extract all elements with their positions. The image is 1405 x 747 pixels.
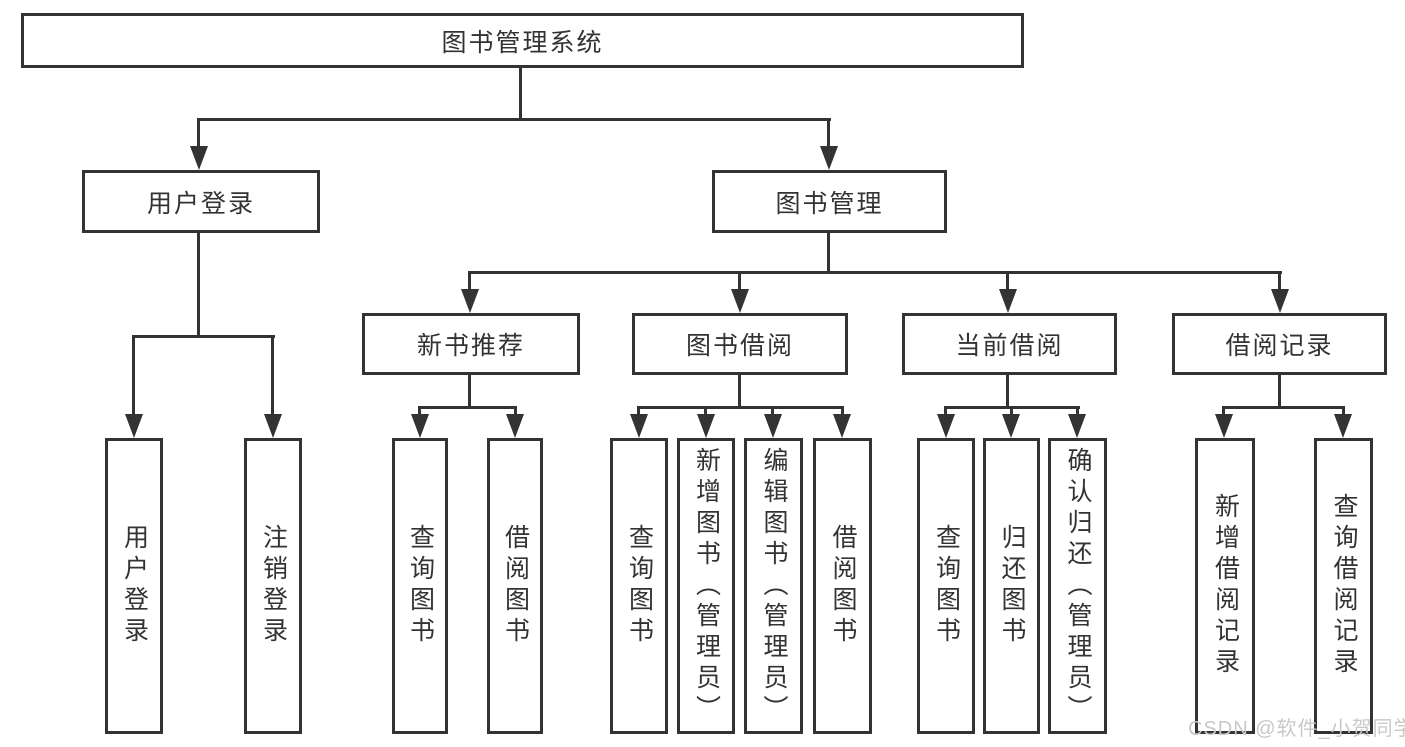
connector-borrow-leaf1 xyxy=(637,406,640,416)
connector-drop-mgmt xyxy=(827,118,830,148)
connector-current-leaf1 xyxy=(944,406,947,416)
connector-login-stem xyxy=(197,233,200,337)
leaf-user-login: 用户登录 xyxy=(105,438,163,734)
connector-login-leaf1 xyxy=(132,335,135,415)
arrowhead-down-icon xyxy=(731,289,749,313)
node-user-login: 用户登录 xyxy=(82,170,320,233)
arrowhead-down-icon xyxy=(937,414,955,438)
connector-mgmt-rail xyxy=(468,271,1282,274)
arrowhead-down-icon xyxy=(1271,289,1289,313)
arrowhead-down-icon xyxy=(506,414,524,438)
connector-record-leaf2 xyxy=(1342,406,1345,416)
arrowhead-down-icon xyxy=(630,414,648,438)
leaf-logout: 注销登录 xyxy=(244,438,302,734)
arrowhead-down-icon xyxy=(764,414,782,438)
leaf-current-return-book: 归还图书 xyxy=(983,438,1040,734)
connector-drop-record xyxy=(1278,271,1281,291)
connector-mgmt-stem xyxy=(827,233,830,274)
arrowhead-down-icon xyxy=(1215,414,1233,438)
arrowhead-down-icon xyxy=(264,414,282,438)
connector-current-leaf2 xyxy=(1010,406,1013,416)
csdn-watermark: CSDN @软件_小贺同学 xyxy=(1188,718,1405,740)
arrowhead-down-icon xyxy=(999,289,1017,313)
arrowhead-down-icon xyxy=(697,414,715,438)
connector-borrow-rail xyxy=(637,406,844,409)
leaf-newbook-borrow-book: 借阅图书 xyxy=(487,438,543,734)
connector-root-stem xyxy=(519,68,522,119)
connector-drop-newbook xyxy=(468,271,471,291)
connector-current-leaf3 xyxy=(1076,406,1079,416)
connector-login-rail xyxy=(132,335,275,338)
leaf-current-confirm-return-admin: 确认归还（管理员） xyxy=(1048,438,1107,734)
connector-drop-login xyxy=(197,118,200,148)
leaf-borrow-borrow-book: 借阅图书 xyxy=(813,438,872,734)
arrowhead-down-icon xyxy=(833,414,851,438)
connector-root-rail xyxy=(197,118,831,121)
connector-newbook-stem xyxy=(468,375,471,409)
connector-drop-borrow xyxy=(738,271,741,291)
arrowhead-down-icon xyxy=(190,146,208,170)
arrowhead-down-icon xyxy=(820,146,838,170)
node-borrow-record: 借阅记录 xyxy=(1172,313,1387,375)
connector-login-leaf2 xyxy=(271,335,274,415)
arrowhead-down-icon xyxy=(1068,414,1086,438)
connector-borrow-leaf3 xyxy=(771,406,774,416)
connector-borrow-leaf2 xyxy=(704,406,707,416)
leaf-borrow-edit-book-admin: 编辑图书（管理员） xyxy=(744,438,803,734)
leaf-newbook-query-book: 查询图书 xyxy=(392,438,448,734)
connector-record-stem xyxy=(1278,375,1281,409)
leaf-record-query-record: 查询借阅记录 xyxy=(1314,438,1373,734)
node-new-book-recommend: 新书推荐 xyxy=(362,313,580,375)
leaf-record-add-record: 新增借阅记录 xyxy=(1195,438,1255,734)
connector-drop-current xyxy=(1006,271,1009,291)
leaf-borrow-query-book: 查询图书 xyxy=(610,438,668,734)
connector-current-stem xyxy=(1006,375,1009,409)
connector-record-rail xyxy=(1222,406,1345,409)
arrowhead-down-icon xyxy=(1334,414,1352,438)
connector-borrow-stem xyxy=(738,375,741,409)
arrowhead-down-icon xyxy=(125,414,143,438)
connector-record-leaf1 xyxy=(1222,406,1225,416)
arrowhead-down-icon xyxy=(411,414,429,438)
leaf-current-query-book: 查询图书 xyxy=(917,438,975,734)
connector-newbook-rail xyxy=(418,406,517,409)
arrowhead-down-icon xyxy=(1002,414,1020,438)
leaf-borrow-add-book-admin: 新增图书（管理员） xyxy=(677,438,735,734)
node-root-system: 图书管理系统 xyxy=(21,13,1024,68)
node-book-management: 图书管理 xyxy=(712,170,947,233)
connector-newbook-leaf1 xyxy=(418,406,421,416)
connector-newbook-leaf2 xyxy=(514,406,517,416)
node-current-borrow: 当前借阅 xyxy=(902,313,1117,375)
node-book-borrow: 图书借阅 xyxy=(632,313,848,375)
connector-borrow-leaf4 xyxy=(841,406,844,416)
arrowhead-down-icon xyxy=(461,289,479,313)
